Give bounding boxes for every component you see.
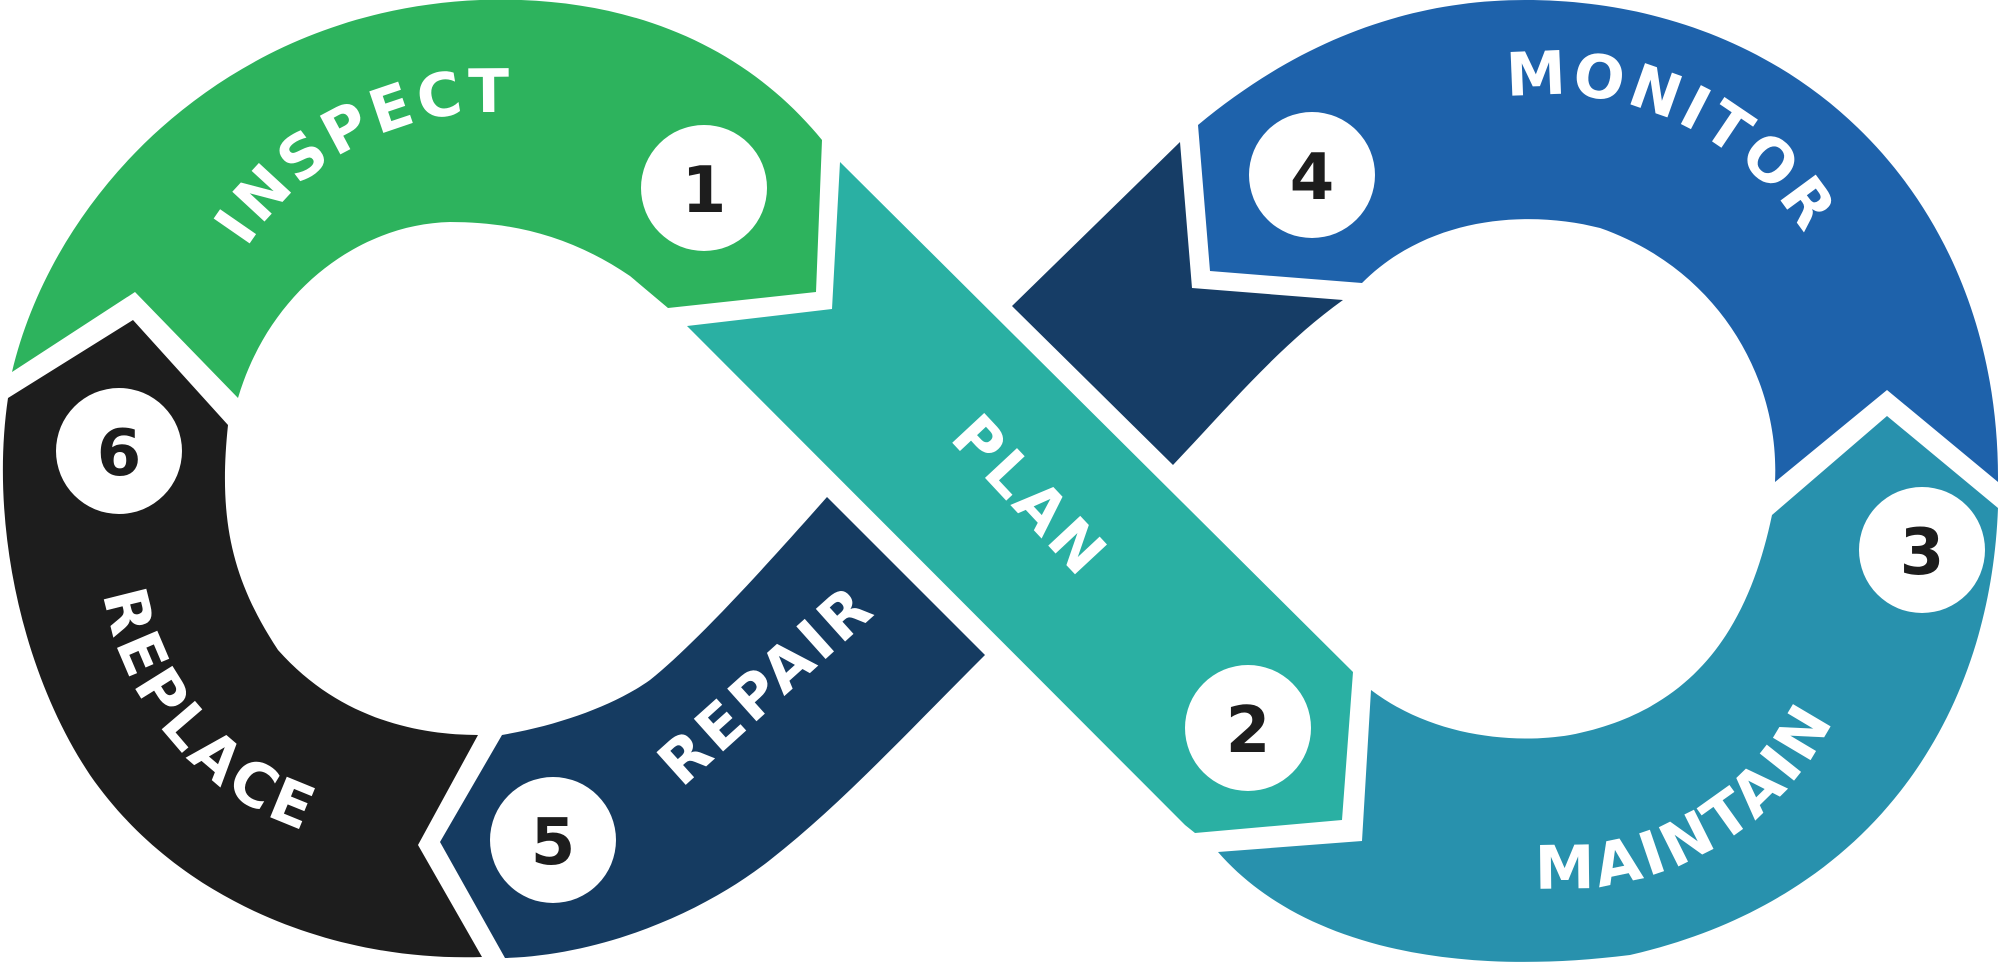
badge-number-2: 2: [1226, 694, 1271, 768]
badge-5: 5: [490, 777, 616, 903]
badge-3: 3: [1859, 487, 1985, 613]
badge-4: 4: [1249, 112, 1375, 238]
segment-maintain: [1218, 416, 1998, 962]
badge-number-3: 3: [1900, 516, 1945, 590]
segment-monitor-connector: [1012, 142, 1343, 465]
segment-inspect: [12, 0, 822, 398]
badge-number-6: 6: [97, 417, 142, 491]
badge-number-4: 4: [1290, 141, 1335, 215]
segment-monitor: [1198, 0, 1999, 482]
badge-number-5: 5: [531, 806, 576, 880]
badge-6: 6: [56, 388, 182, 514]
badge-1: 1: [641, 125, 767, 251]
badge-number-1: 1: [682, 154, 727, 228]
badge-2: 2: [1185, 665, 1311, 791]
segment-plan: [687, 162, 1353, 833]
